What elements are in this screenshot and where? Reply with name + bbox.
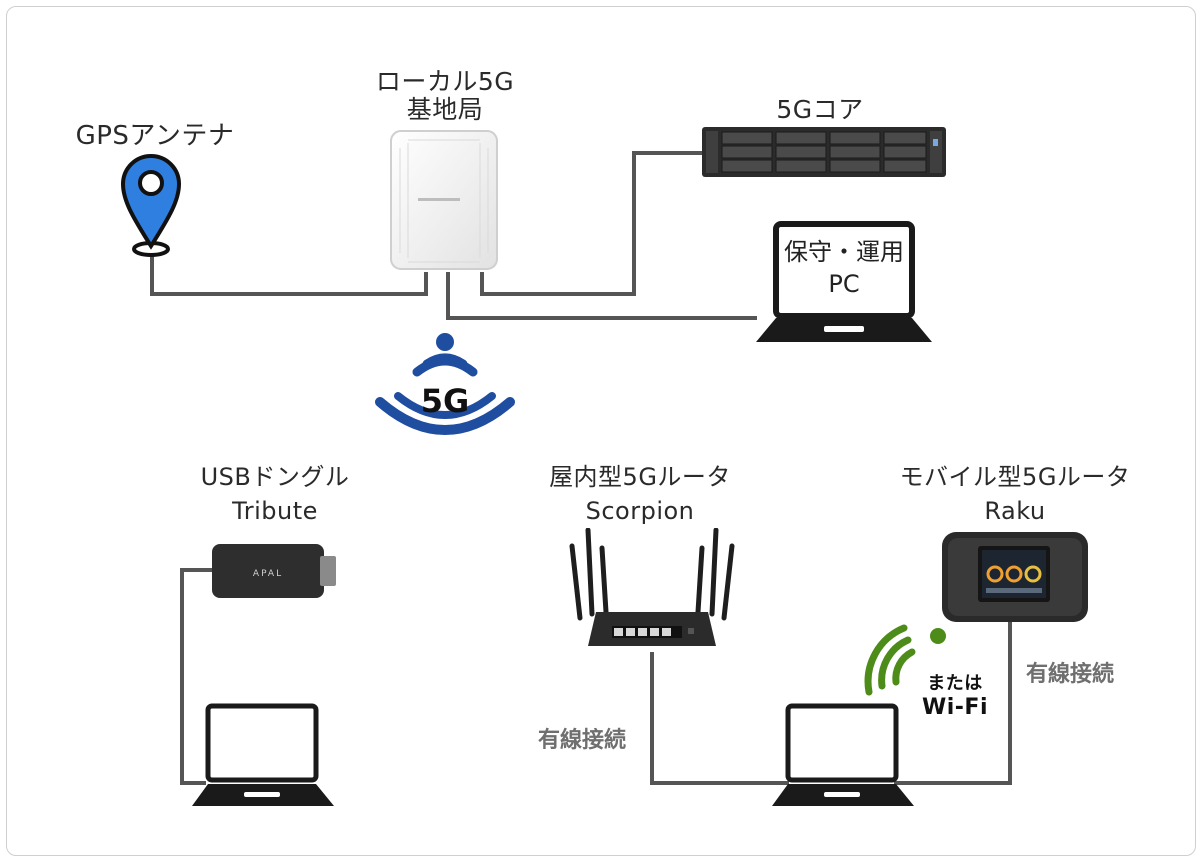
ops-pc-label-line2: PC [828,270,860,298]
wire-gps-base [150,253,428,296]
wired-connection-label-left: 有線接続 [538,728,627,753]
mobile-router-label-line2: Raku [984,497,1046,525]
wifi-label-line2: Wi-Fi [921,695,988,720]
base-station-icon [390,130,498,270]
wifi-label-line1: または [927,673,983,694]
5g-signal-icon: 5G [375,333,515,435]
wire-mobile-laptop [894,617,1012,785]
server-icon [702,127,946,177]
wire-base-core [480,151,706,296]
usb-dongle-label-line1: USBドングル [200,463,350,491]
indoor-router-label-line2: Scorpion [585,497,695,525]
core-label: 5Gコア [776,95,864,124]
indoor-router-label: 屋内型5Gルータ Scorpion [530,460,750,528]
ops-pc-label: 保守・運用 PC [782,236,906,300]
base-station-label-line2: 基地局 [406,95,484,124]
wired-connection-label-right: 有線接続 [1026,662,1115,687]
wifi-signal-icon [864,624,946,696]
location-pin-icon [120,154,182,257]
dongle-brand-text: APAL [253,569,283,579]
gps-label: GPSアンテナ [75,121,235,151]
mobile-router-icon [942,532,1088,622]
wire-dongle-laptop [180,568,214,785]
usb-dongle-label-line2: Tribute [232,497,318,525]
client-laptop-icon-left [192,703,334,806]
ops-pc-label-line1: 保守・運用 [784,238,904,266]
base-station-label-line1: ローカル5G [375,67,515,96]
base-station-label: ローカル5G 基地局 [365,68,525,124]
5g-signal-label: 5G [421,382,470,420]
ops-laptop-icon [756,221,932,342]
router-icon [569,528,735,646]
wifi-label: または Wi-Fi [915,672,995,720]
usb-dongle-label: USBドングル Tribute [175,460,375,528]
diagram-frame [6,6,1196,856]
mobile-router-label-line1: モバイル型5Gルータ [899,463,1131,491]
indoor-router-label-line1: 屋内型5Gルータ [549,463,731,491]
client-laptop-icon-right [772,703,914,806]
mobile-router-label: モバイル型5Gルータ Raku [885,460,1145,528]
usb-dongle-icon: APAL [212,544,336,598]
wire-base-pc [446,272,757,320]
wire-router-laptop [650,652,789,785]
